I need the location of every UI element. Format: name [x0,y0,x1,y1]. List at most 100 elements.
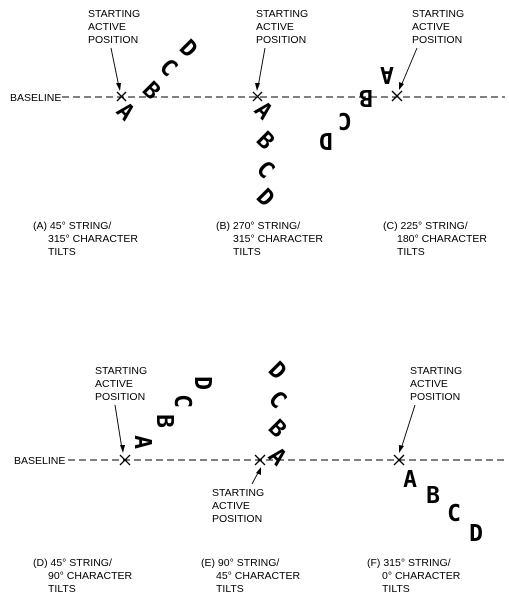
starting-position-label-e: STARTING ACTIVE POSITION [212,487,264,525]
caption-d: (D) 45° STRING/ 90° CHARACTER TILTS [33,557,133,595]
pointer-arrow-f [400,404,416,450]
caption-a-line-1: (A) 45° STRING/ [33,220,111,232]
start-label-line-3: POSITION [212,513,262,525]
panel-b: STARTING ACTIVE POSITION A B C D (B) 270… [216,8,323,258]
tilted-char-c-4: D [319,127,333,153]
baseline-label-top: BASELINE [10,92,61,104]
tilted-char-c-3: C [338,107,352,133]
caption-d-line-2: 90° CHARACTER [48,570,133,582]
tilted-char-d-3: C [169,394,195,408]
caption-d-line-3: TILTS [48,583,76,595]
start-label-line-3: POSITION [256,34,306,46]
caption-a: (A) 45° STRING/ 315° CHARACTER TILTS [33,220,138,258]
tilted-string-f: A B C D [403,467,483,547]
starting-position-label-d: STARTING ACTIVE POSITION [95,365,147,403]
start-label-line-1: STARTING [95,365,147,377]
tilted-char-a-2: B [137,77,165,105]
tilted-char-d-1: A [129,435,155,449]
tilted-char-b-1: A [249,97,277,125]
starting-position-label-b: STARTING ACTIVE POSITION [256,8,308,46]
tilted-char-c-1: A [380,61,394,87]
tilted-char-e-3: C [263,386,291,414]
caption-a-line-2: 315° CHARACTER [48,233,138,245]
pointer-arrowhead-f [399,445,404,453]
tilted-string-e: A B C D [263,357,291,471]
start-label-line-3: POSITION [88,34,138,46]
caption-a-line-3: TILTS [48,246,76,258]
start-label-line-3: POSITION [95,391,145,403]
start-label-line-1: STARTING [412,8,464,20]
start-marker-e [254,454,266,466]
start-label-line-2: ACTIVE [212,500,250,512]
caption-d-line-1: (D) 45° STRING/ [33,557,112,569]
tilted-char-b-4: D [251,184,279,212]
tilted-char-d-4: D [189,376,215,390]
pointer-arrowhead-b [255,83,260,91]
pointer-arrowhead-a [116,83,121,91]
start-label-line-2: ACTIVE [256,21,294,33]
caption-c-line-2: 180° CHARACTER [397,233,487,245]
tilted-char-c-2: B [359,84,373,110]
pointer-arrowhead-d [120,445,125,453]
start-label-line-3: POSITION [412,34,462,46]
caption-f-line-3: TILTS [382,583,410,595]
tilted-string-d: A B C D [129,376,215,449]
caption-e-line-1: (E) 90° STRING/ [201,557,279,569]
tilted-char-e-4: D [263,357,291,385]
tilted-string-b: A B C D [249,97,279,212]
caption-e: (E) 90° STRING/ 45° CHARACTER TILTS [201,557,301,595]
pointer-arrow-a [110,47,120,88]
start-label-line-3: POSITION [410,391,460,403]
starting-position-label-f: STARTING ACTIVE POSITION [410,365,462,403]
panel-e: A B C D STARTING ACTIVE POSITION (E) 90°… [201,357,301,595]
tilted-char-a-3: C [154,54,182,82]
tilted-char-f-3: C [447,501,461,527]
starting-position-label-a: STARTING ACTIVE POSITION [88,8,140,46]
tilted-char-f-4: D [469,521,483,547]
start-marker-a [116,91,127,102]
tilted-char-f-2: B [426,483,440,509]
tilted-char-b-2: B [251,127,279,155]
tilted-char-d-2: B [151,414,177,428]
start-label-line-2: ACTIVE [412,21,450,33]
tilted-char-e-1: A [263,443,291,471]
caption-b-line-3: TILTS [233,246,261,258]
pointer-arrow-d [114,404,123,450]
pointer-arrowhead-c [399,82,404,90]
panel-a: STARTING ACTIVE POSITION A B C D (A) 45°… [33,8,202,258]
pointer-arrowhead-e [256,467,261,475]
caption-f-line-2: 0° CHARACTER [382,570,461,582]
caption-e-line-2: 45° CHARACTER [216,570,301,582]
tilted-string-c: A B C D [319,61,394,153]
start-marker-c [391,90,403,102]
caption-e-line-3: TILTS [216,583,244,595]
baseline-label-bottom: BASELINE [14,455,65,467]
start-marker-d [119,454,131,466]
start-label-line-2: ACTIVE [88,21,126,33]
start-label-line-2: ACTIVE [410,378,448,390]
caption-b-line-2: 315° CHARACTER [233,233,323,245]
start-label-line-1: STARTING [256,8,308,20]
start-label-line-1: STARTING [88,8,140,20]
caption-c: (C) 225° STRING/ 180° CHARACTER TILTS [383,220,487,258]
tilted-string-a: A B C D [111,35,202,126]
start-label-line-1: STARTING [212,487,264,499]
caption-f: (F) 315° STRING/ 0° CHARACTER TILTS [367,557,461,595]
caption-c-line-1: (C) 225° STRING/ [383,220,468,232]
pointer-arrow-c [400,47,418,87]
caption-c-line-3: TILTS [397,246,425,258]
starting-position-label-c: STARTING ACTIVE POSITION [412,8,464,46]
start-label-line-1: STARTING [410,365,462,377]
pointer-arrow-b [257,47,266,88]
panel-f: STARTING ACTIVE POSITION A B C D (F) 315… [367,365,483,595]
caption-f-line-1: (F) 315° STRING/ [367,557,451,569]
caption-b: (B) 270° STRING/ 315° CHARACTER TILTS [216,220,323,258]
caption-b-line-1: (B) 270° STRING/ [216,220,300,232]
panel-d: STARTING ACTIVE POSITION A B C D (D) 45°… [33,365,215,595]
start-label-line-2: ACTIVE [95,378,133,390]
tilted-char-f-1: A [403,467,417,493]
tilted-char-b-3: C [251,156,279,184]
start-marker-f [393,454,405,466]
panel-c: STARTING ACTIVE POSITION A B C D (C) 225… [319,8,487,258]
